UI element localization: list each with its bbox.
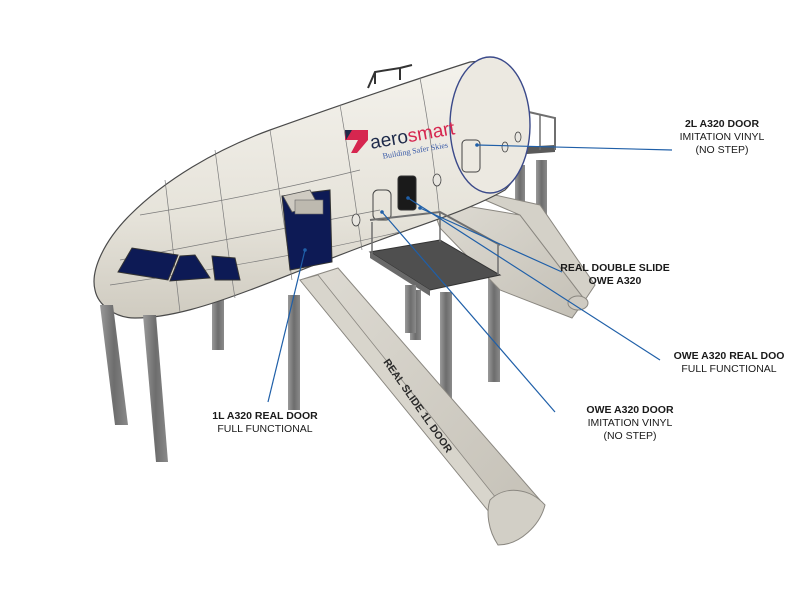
logo-mark-icon <box>345 130 368 153</box>
leader-dot-icon <box>380 210 384 214</box>
leader-owe-real-door <box>407 197 661 361</box>
callout-double-slide: REAL DOUBLE SLIDE OWE A320 <box>560 262 670 288</box>
cabin-windows <box>351 131 522 227</box>
leader-double-slide <box>419 207 563 273</box>
callout-line: FULL FUNCTIONAL <box>681 363 777 375</box>
leader-dot-icon <box>475 143 479 147</box>
owe-doors <box>372 139 481 221</box>
callout-line: IMITATION VINYL <box>587 417 673 429</box>
callout-2l-door: 2L A320 DOOR IMITATION VINYL (NO STEP) <box>672 118 772 157</box>
callout-owe-vinyl-door: OWE A320 DOOR IMITATION VINYL (NO STEP) <box>575 404 685 443</box>
callout-line: (NO STEP) <box>695 144 749 156</box>
callout-title: 1L A320 REAL DOOR <box>212 410 318 422</box>
leader-dot-icon <box>418 206 422 210</box>
leader-owe-vinyl-door <box>381 211 556 413</box>
callout-1l-door: 1L A320 REAL DOOR FULL FUNCTIONAL <box>210 410 320 436</box>
callout-line: (NO STEP) <box>603 430 657 442</box>
door-1l-open <box>281 189 333 271</box>
callout-line: OWE A320 <box>588 275 642 287</box>
fuselage <box>93 56 531 319</box>
callout-title: OWE A320 DOOR <box>586 404 674 416</box>
leader-dot-icon <box>303 248 307 252</box>
callout-title: REAL DOUBLE SLIDE <box>560 262 670 274</box>
support-legs-front <box>100 285 452 462</box>
callout-line: FULL FUNCTIONAL <box>217 423 313 435</box>
cockpit-windows <box>117 247 241 282</box>
leader-2l-door <box>476 144 673 151</box>
callout-title: 2L A320 DOOR <box>684 118 760 130</box>
callout-owe-real-door: OWE A320 REAL DOO FULL FUNCTIONAL <box>664 350 794 376</box>
leader-lines <box>267 144 673 413</box>
callout-line: IMITATION VINYL <box>679 131 765 143</box>
front-slide-1l <box>299 267 546 546</box>
callout-title: OWE A320 REAL DOO <box>673 350 785 362</box>
leader-dot-icon <box>406 196 410 200</box>
leader-1l-door <box>267 249 306 403</box>
